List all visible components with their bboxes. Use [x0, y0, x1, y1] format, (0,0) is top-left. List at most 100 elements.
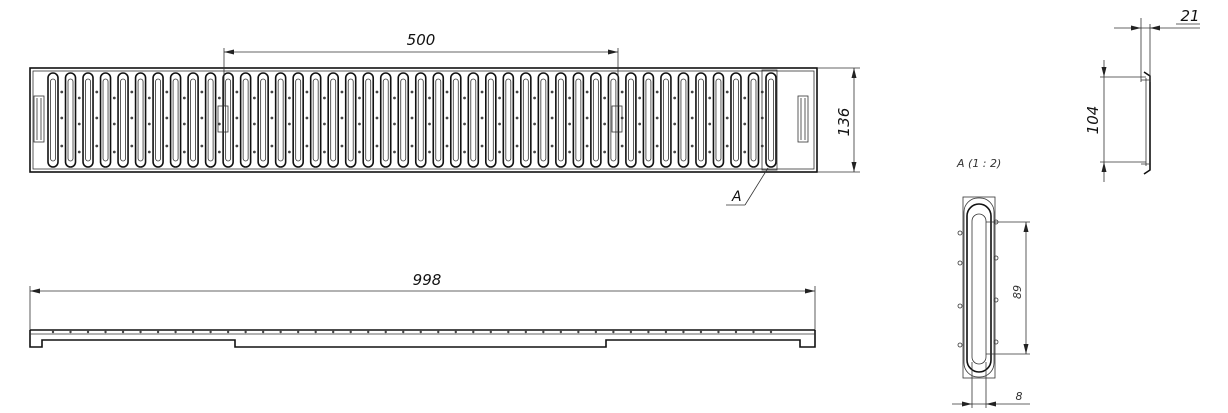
bolt-dot [323, 96, 326, 100]
bolt-dot [498, 96, 501, 100]
dimension-21-label: 21 [1180, 7, 1199, 25]
detail-A-boundary [761, 69, 778, 171]
grating-slot-inner [155, 78, 161, 162]
front-perforation [524, 330, 528, 334]
bolt-dot [725, 144, 729, 148]
front-perforation [507, 330, 510, 334]
bolt-dot [463, 96, 466, 100]
grating-slot [309, 72, 322, 168]
bolt-dot [498, 122, 501, 126]
front-perforation [86, 330, 90, 334]
grating-slot-inner [85, 78, 91, 162]
grating-inner-frame [32, 70, 815, 170]
bolt-dot [708, 122, 712, 126]
bolt-dot [112, 96, 116, 100]
bolt-dot [60, 144, 64, 148]
front-perforation [682, 330, 685, 334]
bolt-dot [480, 116, 484, 120]
bolt-dot [375, 144, 379, 148]
front-perforation [209, 330, 212, 334]
front-perforation [437, 330, 440, 334]
bolt-dot [445, 116, 449, 120]
bolt-dot [340, 144, 344, 148]
bolt-dot [200, 144, 204, 148]
bolt-dot [200, 116, 204, 120]
dimension-8-label: 8 [1016, 390, 1023, 403]
grating-slot-inner [663, 78, 669, 162]
front-perforation [367, 330, 370, 334]
bolt-dot [130, 90, 134, 94]
bolt-dot [393, 150, 396, 154]
front-perforation [69, 330, 72, 334]
dimension-998: 998 [29, 271, 816, 330]
grating-slot-inner [750, 78, 757, 162]
grating-slot-inner [522, 78, 529, 162]
bolt-dot [60, 116, 64, 120]
bolt-dot [410, 144, 414, 148]
front-perforation [577, 330, 580, 334]
bolt-dot [252, 96, 256, 100]
bolt-dot [725, 90, 729, 94]
bolt-dot [130, 144, 134, 148]
bolt-dot [77, 96, 81, 100]
grating-slot [327, 72, 339, 168]
grating-slot [485, 72, 497, 168]
bolt-dot [182, 96, 186, 100]
grating-slot-inner [400, 78, 407, 162]
bolt-dot [603, 96, 607, 100]
bolt-dot [375, 116, 379, 120]
bolt-dot [638, 122, 642, 126]
bolt-dot [533, 122, 536, 126]
bolt-dot [463, 150, 466, 154]
bolt-dot [480, 144, 484, 148]
dimension-104: 104 [1084, 60, 1146, 182]
bolt-dot [375, 90, 379, 94]
grating-slot-inner [733, 78, 739, 162]
bolt-dot [673, 96, 677, 100]
bolt-dot [235, 116, 239, 120]
grating-slot-inner [225, 78, 232, 162]
bolt-dot [270, 116, 274, 120]
bolt-dot [340, 116, 344, 120]
bolt-dot [585, 90, 589, 94]
bolt-dot [690, 144, 694, 148]
bolt-dot [550, 90, 554, 94]
dimension-998-label: 998 [413, 271, 442, 289]
grating-outline [29, 67, 818, 173]
grating-slot [47, 72, 59, 168]
front-perforation [402, 330, 405, 334]
bolt-dot [568, 150, 572, 154]
front-perforation [419, 330, 422, 334]
grating-slot [82, 72, 94, 168]
detail-A-view [957, 196, 999, 379]
grating-slot-inner [680, 78, 687, 162]
bolt-dot [182, 150, 186, 154]
bolt-dot [95, 144, 99, 148]
bolt-dot [95, 90, 99, 94]
bolt-dot [655, 116, 659, 120]
grating-slot-inner [768, 78, 774, 162]
front-perforation [664, 330, 668, 334]
bolt-dot [673, 122, 677, 126]
front-perforation [559, 330, 563, 334]
bolt-dot [550, 144, 554, 148]
grating-slot [449, 72, 462, 168]
callout-A-label: A [731, 189, 742, 205]
bolt-dot [445, 144, 449, 148]
callout-A: A [726, 167, 769, 206]
front-perforation [104, 330, 107, 334]
grating-slot-inner [698, 78, 704, 162]
bolt-dot [235, 90, 239, 94]
grating-slot-inner [242, 78, 249, 162]
grating-slot-inner [470, 78, 477, 162]
front-perforation [331, 330, 335, 334]
bolt-dot [725, 116, 729, 120]
front-perforation [612, 330, 615, 334]
grating-slot [344, 72, 357, 168]
bolt-dot [358, 122, 361, 126]
grating-slot [99, 72, 112, 168]
bolt-dot [568, 122, 572, 126]
grating-slot-inner [50, 78, 56, 162]
bolt-dot [305, 116, 309, 120]
bolt-dot [252, 122, 256, 126]
